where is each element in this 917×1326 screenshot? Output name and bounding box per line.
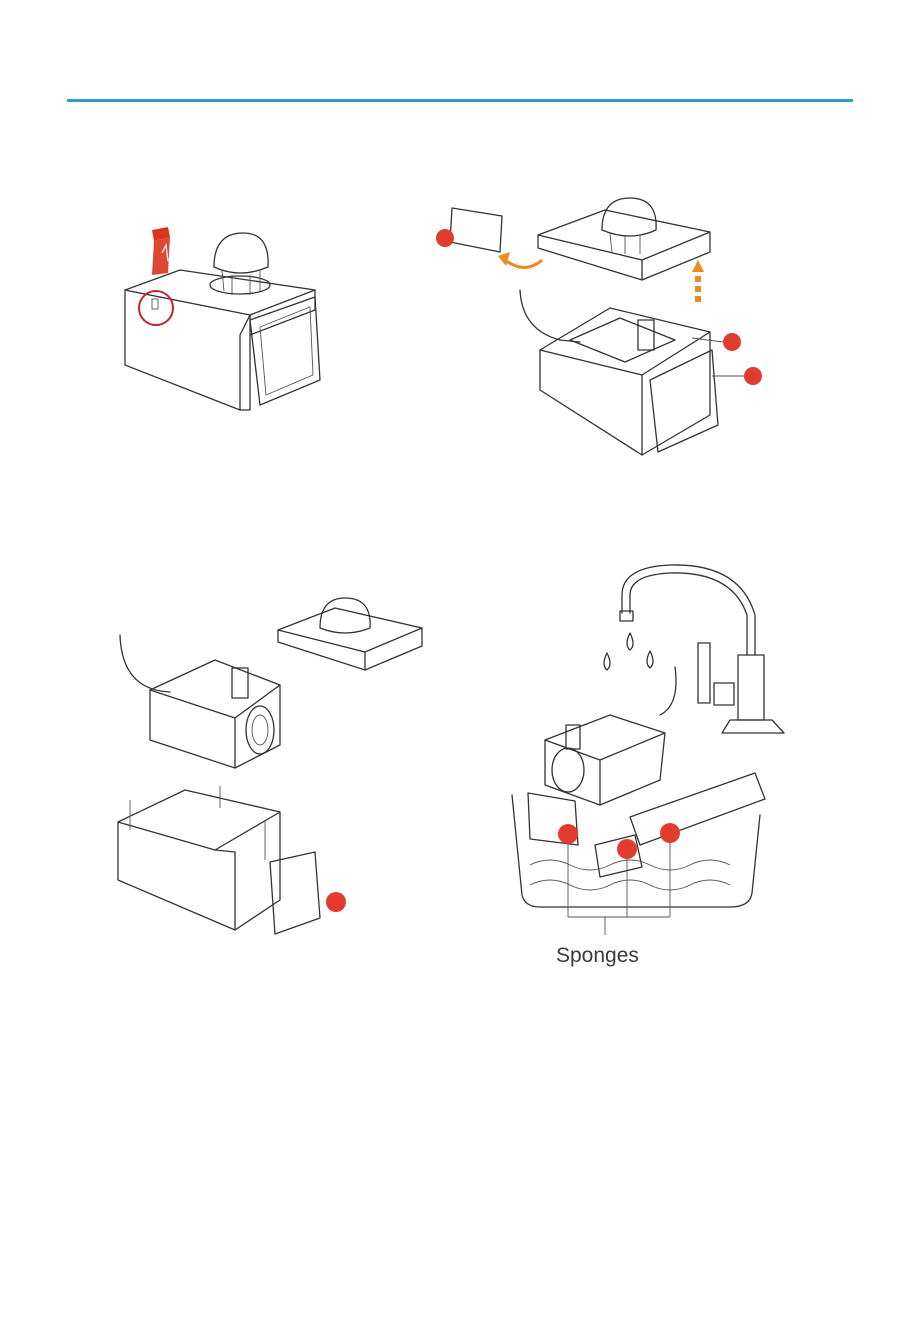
marker-sponge xyxy=(326,892,346,912)
marker-sponge-2 xyxy=(617,839,637,859)
marker-pump xyxy=(723,333,741,351)
marker-sponge-3 xyxy=(660,823,680,843)
marker-sponge-side xyxy=(744,367,762,385)
marker-sponge-front xyxy=(436,229,454,247)
step-2-illustration xyxy=(430,190,770,460)
faucet-icon xyxy=(620,565,784,733)
step-3-illustration xyxy=(110,590,430,950)
sponges-caption: Sponges xyxy=(556,944,639,968)
step-4-illustration xyxy=(500,555,800,935)
hand-icon xyxy=(152,227,170,275)
header-rule xyxy=(67,99,853,102)
lift-arrow-icon xyxy=(692,260,704,302)
step-1-illustration xyxy=(110,215,330,415)
water-drops-icon xyxy=(604,633,653,670)
marker-sponge-1 xyxy=(558,824,578,844)
